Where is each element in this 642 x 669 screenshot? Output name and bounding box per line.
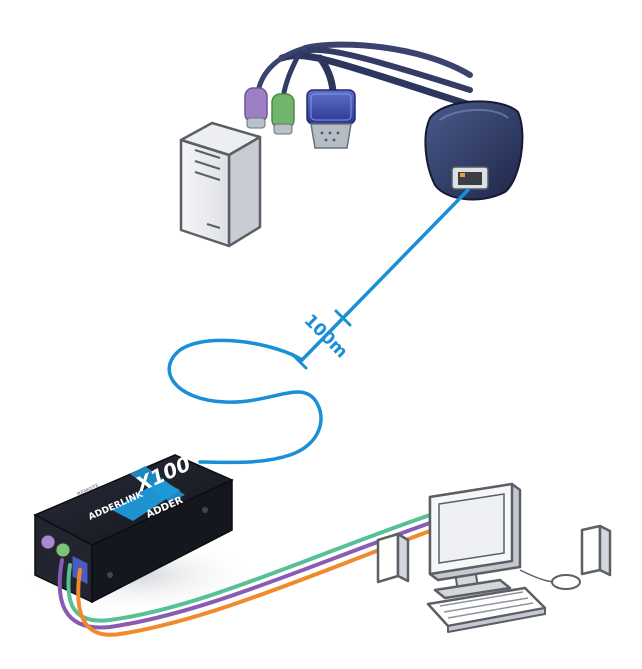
desktop-workstation-icon: [376, 482, 612, 633]
right-speaker-icon: [580, 524, 612, 577]
host-cable-harness: [255, 41, 474, 109]
vga-plug-icon: [306, 89, 356, 149]
transmitter-dongle-icon: [424, 100, 524, 201]
keyboard-icon: [426, 586, 547, 633]
cat5-cable: [167, 188, 470, 465]
monitor-icon: [428, 482, 522, 582]
left-speaker-icon: [376, 532, 410, 584]
ps2-keyboard-plug-icon: [244, 87, 268, 129]
console-cables: [57, 513, 432, 637]
ps2-mouse-plug-icon: [271, 93, 295, 135]
computer-tower-icon: [179, 121, 262, 248]
mouse-icon: [551, 574, 581, 590]
